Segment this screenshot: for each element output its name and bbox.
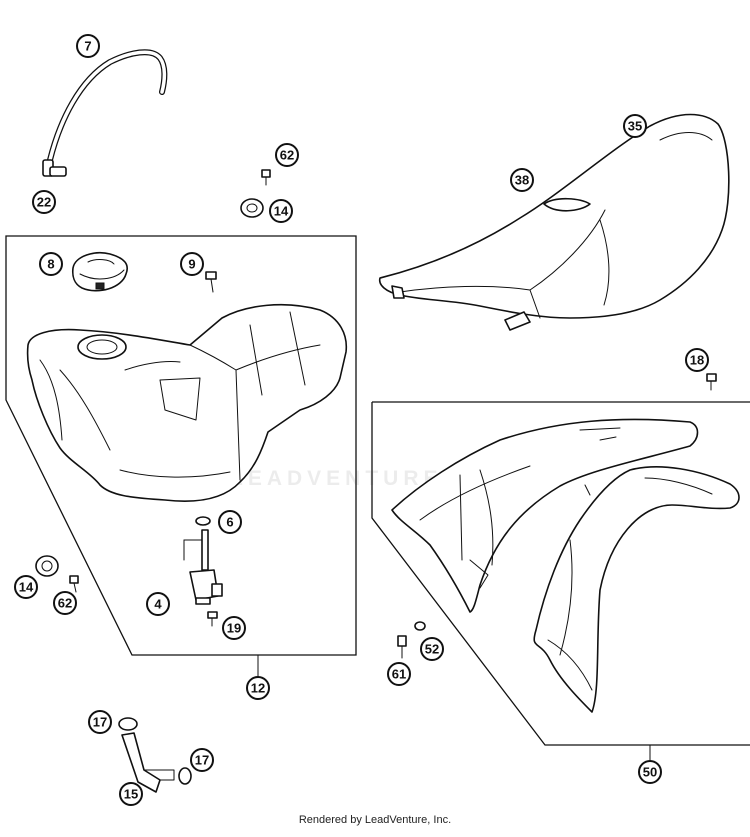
rubber-bushing-lower	[35, 555, 59, 577]
callout-18: 18	[685, 348, 709, 372]
callout-14-lower-label: 14	[19, 580, 34, 595]
callout-18-label: 18	[690, 353, 704, 368]
callout-15-label: 15	[124, 787, 138, 802]
callout-17-upper: 17	[88, 710, 112, 734]
callout-50: 50	[638, 760, 662, 784]
callout-62-top: 62	[275, 143, 299, 167]
bolt-18	[706, 373, 717, 391]
callout-9-label: 9	[188, 257, 195, 272]
callout-7-label: 7	[84, 39, 91, 54]
callout-19: 19	[222, 616, 246, 640]
callout-22-label: 22	[37, 195, 51, 210]
small-bolt-top	[261, 169, 271, 186]
screw-61	[397, 635, 407, 659]
callout-8: 8	[39, 252, 63, 276]
tank-group-frame	[5, 235, 357, 656]
radiator-shroud-right	[533, 466, 740, 713]
callout-14-lower: 14	[14, 575, 38, 599]
footer-credit: Rendered by LeadVenture, Inc.	[298, 814, 452, 826]
hose-clamp-upper	[118, 717, 138, 731]
callout-22: 22	[32, 190, 56, 214]
callout-61: 61	[387, 662, 411, 686]
fuel-tank	[26, 303, 348, 502]
watermark-text: LEADVENTURE	[230, 467, 443, 490]
callout-14-top: 14	[269, 199, 293, 223]
seat-pad	[543, 197, 591, 212]
o-ring	[195, 516, 211, 526]
fuel-cap	[71, 252, 128, 292]
callout-61-label: 61	[392, 667, 406, 682]
callout-62-top-label: 62	[280, 148, 294, 163]
callout-15: 15	[119, 782, 143, 806]
callout-4: 4	[146, 592, 170, 616]
washer-52	[414, 621, 426, 631]
callout-50-label: 50	[643, 765, 657, 780]
callout-7: 7	[76, 34, 100, 58]
callout-6: 6	[218, 510, 242, 534]
callout-6-label: 6	[226, 515, 233, 530]
rubber-bushing-top	[240, 198, 264, 218]
callout-9: 9	[180, 252, 204, 276]
callout-12-label: 12	[251, 681, 265, 696]
callout-62-lower-label: 62	[58, 596, 72, 611]
fuel-hose	[121, 732, 175, 793]
seat	[378, 113, 730, 331]
screw-9	[205, 271, 217, 293]
callout-17-lower: 17	[190, 748, 214, 772]
radiator-shroud-left	[391, 418, 699, 613]
vent-hose	[47, 49, 168, 163]
callout-35-label: 35	[628, 119, 642, 134]
callout-52-label: 52	[425, 642, 439, 657]
callout-38-label: 38	[515, 173, 529, 188]
callout-17-upper-label: 17	[93, 715, 107, 730]
hose-clamp-lower	[178, 767, 192, 785]
callout-35: 35	[623, 114, 647, 138]
callout-14-top-label: 14	[274, 204, 289, 219]
fuel-tap	[183, 529, 223, 605]
callout-52: 52	[420, 637, 444, 661]
callout-4-label: 4	[154, 597, 162, 612]
callout-19-label: 19	[227, 621, 241, 636]
screw-19	[207, 611, 218, 627]
hose-elbow-fitting	[42, 159, 67, 177]
callout-38: 38	[510, 168, 534, 192]
callout-62-lower: 62	[53, 591, 77, 615]
callout-17-lower-label: 17	[195, 753, 209, 768]
callout-12: 12	[246, 676, 270, 700]
callout-8-label: 8	[47, 257, 54, 272]
shroud-group-frame	[371, 401, 750, 746]
small-bolt-lower	[69, 575, 79, 593]
